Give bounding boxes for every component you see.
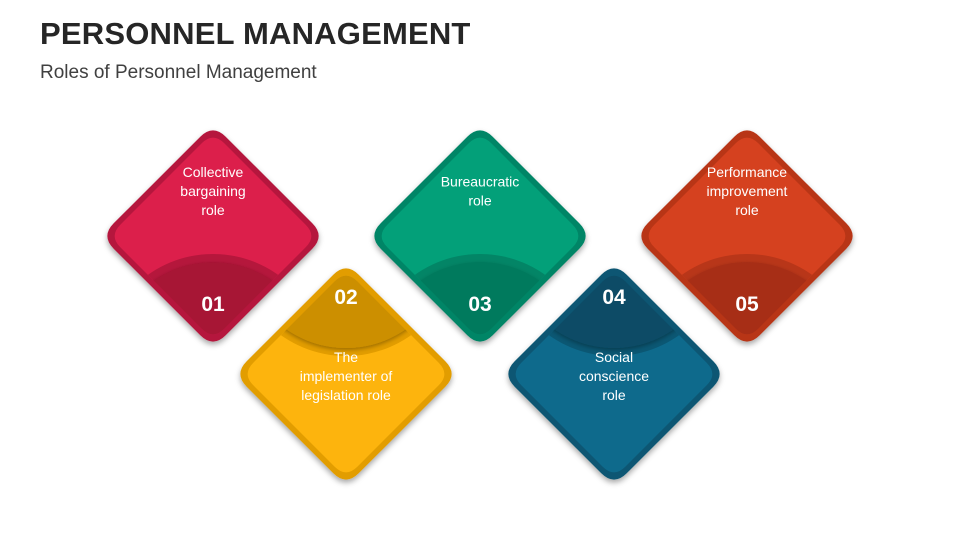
page-subtitle: Roles of Personnel Management (40, 62, 317, 83)
role-number: 05 (735, 293, 759, 316)
role-label-line: role (468, 193, 492, 209)
role-label-line: Social (595, 349, 633, 365)
role-label-line: role (201, 202, 225, 218)
role-number: 03 (468, 293, 491, 316)
role-number: 01 (201, 293, 225, 316)
role-number: 02 (334, 286, 357, 309)
role-label-line: improvement (707, 183, 788, 199)
role-label-line: role (602, 387, 626, 403)
role-label-line: bargaining (180, 183, 245, 199)
role-label-line: Collective (183, 164, 244, 180)
role-label-line: implementer of (300, 368, 393, 384)
role-label-line: Bureaucratic (441, 174, 520, 190)
role-label-line: The (334, 349, 358, 365)
page-title: PERSONNEL MANAGEMENT (40, 16, 471, 51)
role-label-line: role (735, 202, 759, 218)
role-label-line: Performance (707, 164, 787, 180)
role-number: 04 (602, 286, 626, 309)
role-label-line: conscience (579, 368, 649, 384)
role-label-line: legislation role (301, 387, 391, 403)
